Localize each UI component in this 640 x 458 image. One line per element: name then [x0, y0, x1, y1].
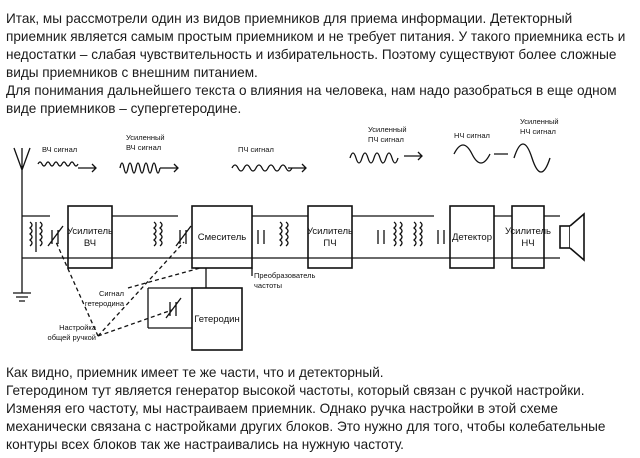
- converter-label: Преобразователь: [254, 271, 316, 280]
- text-line: механически связана с настройками других…: [6, 419, 606, 434]
- intro-paragraph: Итак, мы рассмотрели один из видов прием…: [6, 10, 634, 118]
- text-line: Как видно, приемник имеет те же части, ч…: [6, 365, 384, 380]
- rf-amp-signal-label: Усиленный: [126, 133, 165, 142]
- capacitor-icon: [377, 230, 385, 244]
- if-signal-label: ПЧ сигнал: [238, 145, 274, 154]
- text-line: Итак, мы рассмотрели один из видов прием…: [6, 11, 573, 26]
- detector-block: [449, 205, 495, 269]
- rf-amplifier-block: [67, 205, 113, 269]
- lo-signal-label: Сигнал: [99, 289, 124, 298]
- detector-label: Детектор: [452, 232, 492, 243]
- rf-amp-signal-wave: [119, 162, 161, 174]
- input-coil-icon: [28, 221, 43, 252]
- if-amplifier-label: Усилитель: [307, 226, 353, 237]
- text-line: контуры всех блоков так же настраивались…: [6, 437, 404, 452]
- coupling-coil-icon: [152, 221, 163, 247]
- lf-amp-signal-label: Усиленный: [520, 118, 559, 126]
- coupling-coil-icon: [392, 221, 403, 247]
- lf-amplifier-label: НЧ: [521, 238, 534, 249]
- text-line: недостатки – слабая чувствительность и и…: [6, 47, 617, 62]
- tuning-capacitor-icon: [175, 225, 192, 247]
- text-line: Гетеродином тут является генератор высок…: [6, 383, 585, 398]
- speaker-icon: [559, 212, 585, 262]
- ganged-tuning-label: Настройка: [59, 323, 97, 332]
- tuning-capacitor-icon: [47, 225, 64, 247]
- capacitor-icon: [437, 230, 445, 244]
- coupling-coil-icon: [412, 221, 423, 247]
- capacitor-icon: [257, 230, 265, 244]
- rf-amplifier-label: Усилитель: [67, 226, 113, 237]
- coupling-coil-icon: [278, 221, 289, 247]
- rf-amp-signal-label: ВЧ сигнал: [126, 143, 161, 152]
- signal-arrow: [78, 151, 508, 173]
- oscillator-line: [147, 268, 207, 329]
- ganged-tuning-label: общей ручкой: [48, 333, 96, 342]
- lf-signal-label: НЧ сигнал: [454, 131, 490, 140]
- lf-amp-signal-label: НЧ сигнал: [520, 127, 556, 136]
- lf-amp-signal-wave: [513, 143, 551, 173]
- text-line: приемник является самым простым приемник…: [6, 29, 626, 44]
- rf-signal-wave: [37, 161, 79, 167]
- text-line: Для понимания дальнейшего текста о влиян…: [6, 83, 617, 98]
- if-amp-signal-wave: [349, 152, 399, 164]
- if-signal-wave: [231, 164, 293, 172]
- outro-paragraph: Как видно, приемник имеет те же части, ч…: [6, 364, 634, 454]
- rf-signal-label: ВЧ сигнал: [42, 145, 77, 154]
- if-amplifier-label: ПЧ: [323, 238, 336, 249]
- text-line: виды приемников с внешним питанием.: [6, 65, 258, 80]
- lo-signal-label: гетеродина: [85, 299, 125, 308]
- local-oscillator-label: Гетеродин: [194, 314, 239, 325]
- if-amplifier-block: [307, 205, 353, 269]
- lo-signal-arrow: [127, 267, 201, 289]
- lf-signal-wave: [453, 144, 491, 164]
- lf-amplifier-label: Усилитель: [505, 226, 551, 237]
- rf-amplifier-label: ВЧ: [84, 238, 96, 249]
- superheterodyne-diagram: ВЧ сигнал Усиленный ВЧ сигнал ПЧ сигнал …: [13, 118, 585, 351]
- ganged-tuning-line: [55, 241, 185, 337]
- if-amp-signal-label: ПЧ сигнал: [368, 135, 404, 144]
- mixer-block: [191, 205, 253, 269]
- tuning-capacitor-icon: [165, 297, 182, 319]
- ground-icon: [13, 292, 31, 302]
- antenna-icon: [13, 147, 31, 216]
- mixer-label: Смеситель: [198, 232, 246, 243]
- text-line: виде приемников – супергетеродине.: [6, 101, 242, 116]
- text-line: Изменяя его частоту, мы настраиваем прие…: [6, 401, 558, 416]
- lf-amplifier-block: [511, 205, 545, 269]
- converter-label: частоты: [254, 281, 282, 290]
- local-oscillator-block: [191, 287, 243, 351]
- if-amp-signal-label: Усиленный: [368, 125, 407, 134]
